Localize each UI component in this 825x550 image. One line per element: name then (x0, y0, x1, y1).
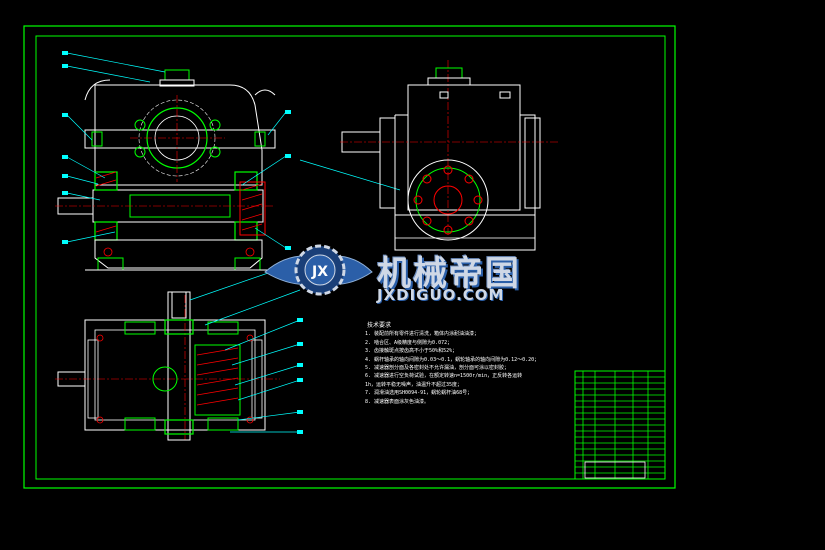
technical-note-line: 6. 减速器进行空负荷试验，在额定转速n=1500r/min，正反转各运转 (365, 373, 523, 380)
watermark-logo-letters: JX (311, 264, 328, 280)
outer-frame (23, 25, 676, 489)
top-view-balloons (297, 318, 303, 434)
top-view (55, 291, 280, 441)
technical-note-line: 7. 润滑油选用SH0094-91，蜗轮蜗杆油68号； (365, 390, 473, 397)
technical-note-line: 1h，运转平稳无噪声，油温升不超过35度； (365, 381, 463, 388)
front-view-balloons (62, 51, 291, 250)
technical-note-line: 5. 减速器剖分面及各密封处不允许漏油，剖分面可涂以密封胶； (365, 365, 510, 372)
watermark-title: 机械帝国 (377, 254, 521, 294)
watermark-url: JXDIGUO.COM (377, 286, 505, 304)
side-view (340, 60, 560, 251)
technical-notes-title: 技术要求 (367, 322, 392, 329)
top-view-leaders (189, 261, 301, 433)
technical-note-line: 3. 齿接触斑点按齿高不小于50%和52%； (365, 348, 458, 355)
technical-note-line: 1. 装配前所有零件进行清洗，箱体内涂耐油油漆； (365, 331, 480, 338)
inner-frame (35, 35, 666, 480)
technical-notes: 技术要求 1. 装配前所有零件进行清洗，箱体内涂耐油油漆； 2. 啮合区、A级精… (365, 322, 585, 406)
technical-note-line: 4. 蜗杆轴承的轴向间隙为0.03～0.1，蜗轮轴承的轴向间隙为0.12～0.2… (365, 356, 540, 363)
title-block (574, 370, 666, 480)
front-view (55, 69, 276, 271)
technical-note-line: 8. 减速器表面涂灰色油漆。 (365, 398, 430, 405)
front-view-leaders (66, 52, 401, 249)
watermark-logo-graphic: JX (264, 244, 373, 296)
technical-note-line: 2. 啮合区、A级精度与侧隙为0.072； (365, 339, 453, 346)
